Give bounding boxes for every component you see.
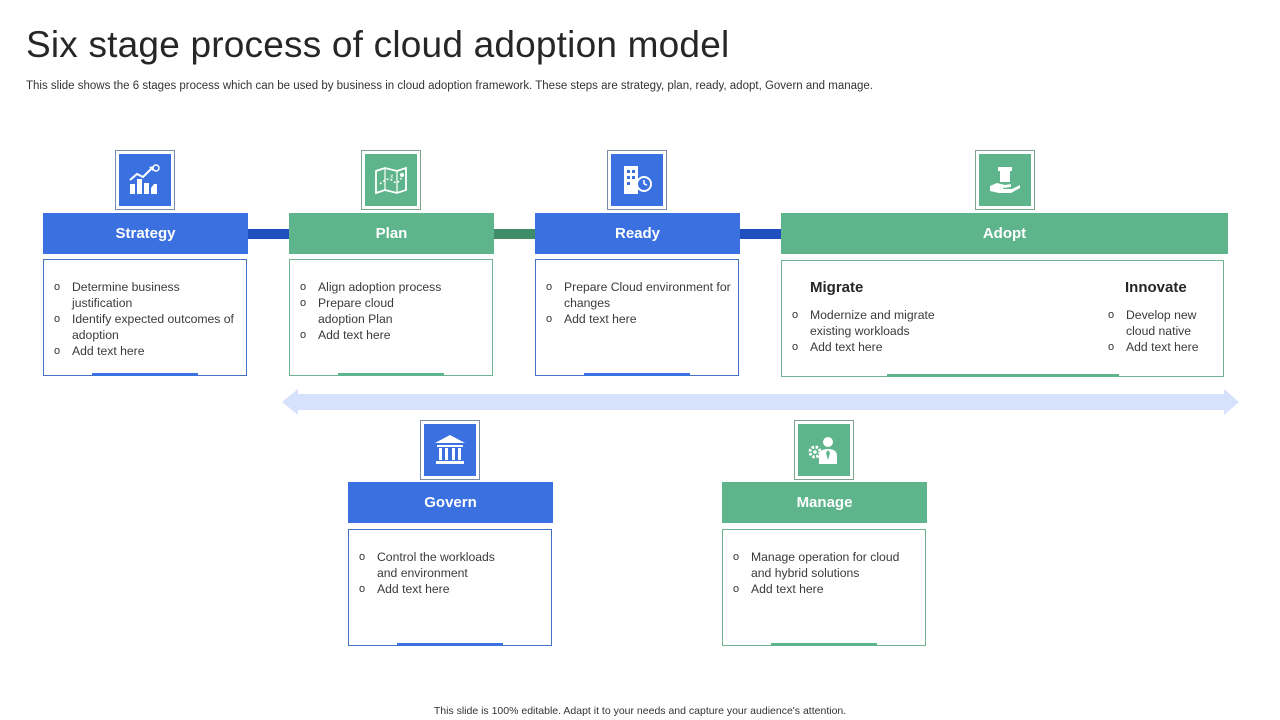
strategy-icon-box: [115, 150, 175, 210]
stage-label-strategy: Strategy: [115, 225, 176, 242]
innovate-heading: Innovate: [1125, 279, 1187, 296]
stage-label-ready: Ready: [614, 225, 661, 242]
stage-content-ready: Prepare Cloud environment for changes Ad…: [535, 259, 739, 376]
list-item: Add text here: [300, 327, 485, 343]
stage-content-plan: Align adoption process Prepare cloud ado…: [289, 259, 493, 376]
manager-gear-icon: [808, 437, 837, 464]
svg-text:x: x: [390, 173, 394, 180]
list-item: Align adoption process: [300, 279, 485, 295]
list-item: Manage operation for cloud and hybrid so…: [733, 549, 921, 581]
page-title: Six stage process of cloud adoption mode…: [26, 24, 730, 65]
list-item: Add text here: [733, 581, 918, 597]
map-plan-icon: x: [375, 166, 407, 195]
stage-header-strategy: Strategy: [43, 213, 248, 254]
bullet-list: Prepare Cloud environment for changes Ad…: [546, 279, 731, 327]
growth-chart-icon: [129, 164, 160, 194]
card-accent-bar: [397, 643, 503, 646]
double-arrow-connector: [282, 389, 1239, 415]
stage-header-govern: Govern: [348, 482, 553, 523]
card-accent-bar: [584, 373, 690, 376]
bullet-list: Modernize and migrate existing workloads…: [792, 307, 972, 355]
list-item: Control the workloads and environment: [359, 549, 517, 581]
stage-content-govern: Control the workloads and environment Ad…: [348, 529, 552, 646]
govern-icon-box: [420, 420, 480, 480]
migrate-heading: Migrate: [810, 279, 864, 296]
footer-note: This slide is 100% editable. Adapt it to…: [433, 705, 847, 717]
list-item: Modernize and migrate existing workloads: [792, 307, 955, 339]
list-item: Identify expected outcomes of adoption: [54, 311, 239, 343]
adopt-icon-box: [975, 150, 1035, 210]
stage-header-manage: Manage: [722, 482, 927, 523]
stage-label-manage: Manage: [796, 494, 853, 511]
plan-icon-box: x: [361, 150, 421, 210]
bullet-list: Control the workloads and environment Ad…: [359, 549, 544, 597]
card-accent-bar: [338, 373, 444, 376]
manage-icon-box: [794, 420, 854, 480]
list-item: Develop new cloud native: [1108, 307, 1208, 339]
bullet-list: Develop new cloud native Add text here: [1108, 307, 1208, 355]
card-accent-bar: [92, 373, 198, 376]
list-item: Add text here: [359, 581, 544, 597]
list-item: Prepare cloud adoption Plan: [300, 295, 428, 327]
bank-building-icon: [435, 435, 465, 464]
list-item: Add text here: [792, 339, 972, 355]
bullet-list: Manage operation for cloud and hybrid so…: [733, 549, 918, 597]
stage-label-adopt: Adopt: [982, 225, 1027, 242]
list-item: Prepare Cloud environment for changes: [546, 279, 734, 311]
page-subtitle: This slide shows the 6 stages process wh…: [26, 80, 874, 92]
stage-content-strategy: Determine business justification Identif…: [43, 259, 247, 376]
list-item: Determine business justification: [54, 279, 239, 311]
list-item: Add text here: [54, 343, 239, 359]
stage-label-govern: Govern: [424, 494, 477, 511]
list-item: Add text here: [546, 311, 731, 327]
stage-header-ready: Ready: [535, 213, 740, 254]
ready-icon-box: [607, 150, 667, 210]
card-accent-bar: [887, 374, 1119, 377]
list-item: Add text here: [1108, 339, 1208, 355]
bullet-list: Align adoption process Prepare cloud ado…: [300, 279, 485, 343]
hand-box-icon: [990, 167, 1020, 193]
building-clock-icon: [624, 166, 652, 194]
card-accent-bar: [771, 643, 877, 646]
stage-header-adopt: Adopt: [781, 213, 1228, 254]
stage-label-plan: Plan: [375, 225, 408, 242]
stage-header-plan: Plan: [289, 213, 494, 254]
bullet-list: Determine business justification Identif…: [54, 279, 239, 359]
stage-content-adopt: Migrate Modernize and migrate existing w…: [781, 260, 1224, 377]
stage-content-manage: Manage operation for cloud and hybrid so…: [722, 529, 926, 646]
